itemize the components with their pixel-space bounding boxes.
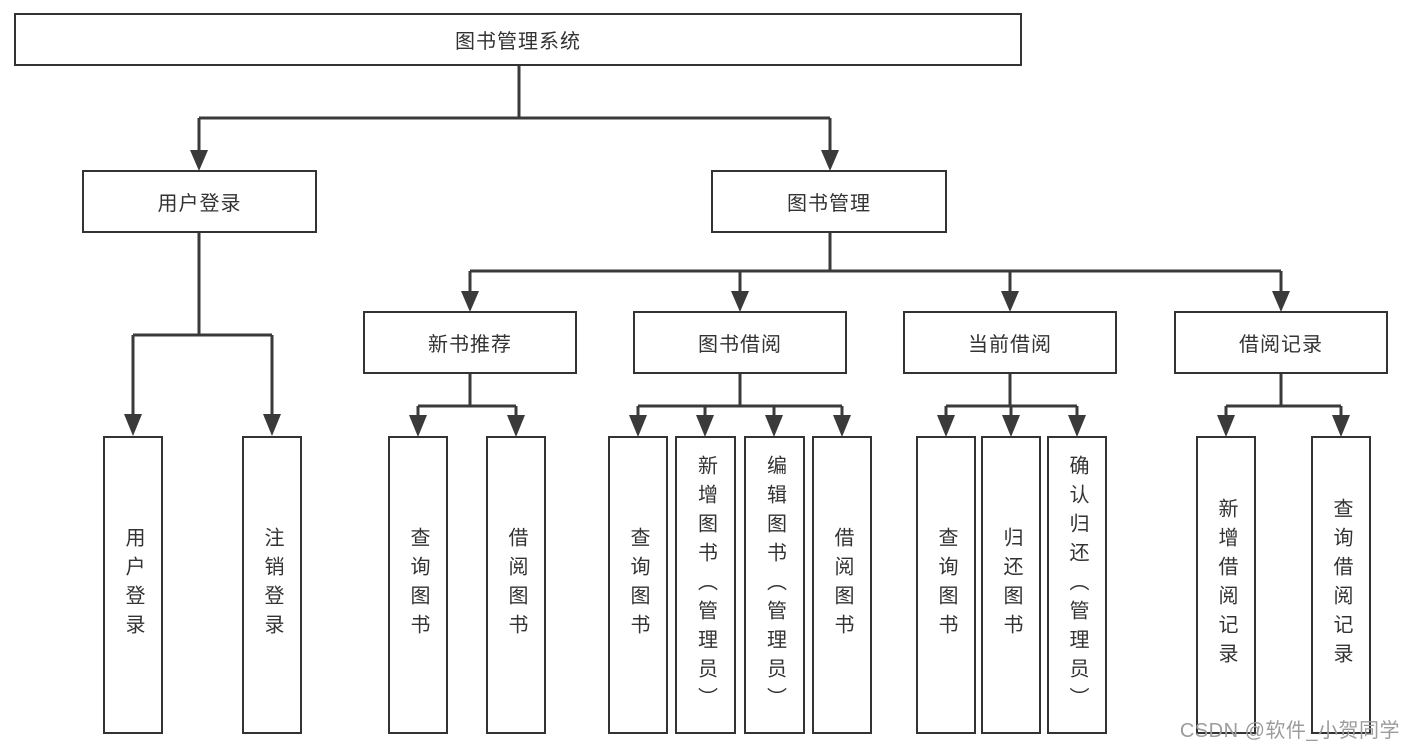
leaf-label: 新增借阅记录 xyxy=(1215,498,1237,672)
leaf-label: 编辑图书（管理员） xyxy=(763,454,786,716)
leaf-borrow-books-recommend: 借阅图书 xyxy=(486,436,546,734)
node-borrowing-records: 借阅记录 xyxy=(1174,311,1388,374)
leaf-query-books-current: 查询图书 xyxy=(916,436,976,734)
leaf-label: 借阅图书 xyxy=(505,527,527,643)
leaf-return-books: 归还图书 xyxy=(981,436,1041,734)
node-user-login: 用户登录 xyxy=(82,170,317,233)
leaf-label: 确认归还（管理员） xyxy=(1066,454,1088,716)
leaf-user-login: 用户登录 xyxy=(103,436,163,734)
node-label: 图书管理 xyxy=(787,193,871,215)
leaf-query-books-borrow: 查询图书 xyxy=(608,436,668,734)
leaf-label: 归还图书 xyxy=(1000,527,1022,643)
leaf-query-borrow-record: 查询借阅记录 xyxy=(1311,436,1371,734)
node-label: 借阅记录 xyxy=(1239,334,1323,356)
leaf-label: 注销登录 xyxy=(261,527,283,643)
node-label: 图书借阅 xyxy=(698,334,782,356)
csdn-watermark: CSDN @软件_小贺同学 xyxy=(1179,720,1400,742)
node-label: 新书推荐 xyxy=(428,334,512,356)
node-label: 图书管理系统 xyxy=(455,31,581,53)
node-label: 用户登录 xyxy=(157,193,242,215)
node-current-borrowing: 当前借阅 xyxy=(903,311,1117,374)
leaf-label: 用户登录 xyxy=(122,527,144,643)
node-label: 当前借阅 xyxy=(968,334,1052,356)
leaf-label: 查询图书 xyxy=(627,527,649,643)
leaf-query-books-recommend: 查询图书 xyxy=(388,436,448,734)
node-book-borrowing: 图书借阅 xyxy=(633,311,847,374)
leaf-edit-books-admin: 编辑图书（管理员） xyxy=(744,436,805,734)
leaf-add-books-admin: 新增图书（管理员） xyxy=(675,436,736,734)
leaf-label: 新增图书（管理员） xyxy=(694,454,717,716)
node-library-management-system: 图书管理系统 xyxy=(14,13,1022,66)
leaf-add-borrow-record: 新增借阅记录 xyxy=(1196,436,1256,734)
leaf-logout: 注销登录 xyxy=(242,436,302,734)
leaf-label: 借阅图书 xyxy=(831,527,853,643)
leaf-borrow-books: 借阅图书 xyxy=(812,436,872,734)
node-book-management: 图书管理 xyxy=(711,170,947,233)
leaf-label: 查询借阅记录 xyxy=(1330,498,1352,672)
node-new-book-recommendation: 新书推荐 xyxy=(363,311,577,374)
leaf-label: 查询图书 xyxy=(407,527,429,643)
leaf-confirm-return-admin: 确认归还（管理员） xyxy=(1047,436,1107,734)
leaf-label: 查询图书 xyxy=(935,527,957,643)
